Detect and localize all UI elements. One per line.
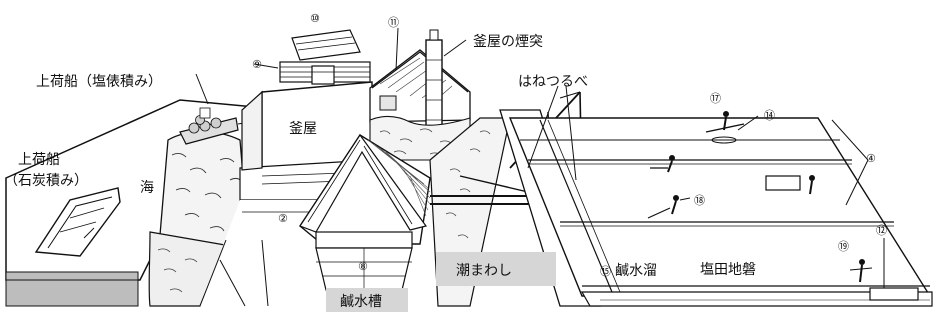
label-sea: 海 [140, 180, 154, 196]
worker-cart [765, 175, 815, 195]
label-upper-boat-salt: 上荷船（塩俵積み） [36, 74, 162, 90]
label-shiomawashi: 潮まわし [456, 263, 512, 279]
marker-17: ⑰ [710, 92, 721, 105]
marker-15: ⑮ [600, 265, 611, 278]
stone-embankment [148, 131, 246, 307]
text-labels: 釜屋の煙突 上荷船（塩俵積み） 上荷船 （石炭積み） 海 釜屋 はねつるべ 潮ま… [4, 34, 756, 310]
label-kamaya-chimney: 釜屋の煙突 [473, 34, 543, 50]
marker-12: ⑫ [876, 224, 887, 237]
label-salt-field-base: 塩田地磐 [700, 262, 756, 278]
boat-salt-bales [179, 107, 263, 145]
workers [647, 111, 919, 301]
worker-18 [647, 195, 679, 219]
leader-lines [195, 27, 885, 288]
marker-10: ⑩ [310, 12, 320, 25]
marker-14: ⑭ [764, 109, 775, 122]
worker-17 [705, 111, 745, 144]
marker-8: ⑧ [358, 260, 368, 273]
label-upper-boat-coal-line2: （石炭積み） [4, 173, 88, 189]
label-upper-boat-coal-line1: 上荷船 [18, 152, 60, 168]
marker-2: ② [278, 212, 288, 225]
marker-9: ⑨ [252, 58, 262, 71]
label-kamaya: 釜屋 [289, 121, 317, 137]
salt-field [508, 117, 933, 307]
marker-18: ⑱ [694, 194, 705, 207]
label-hanetsurube: はねつるべ [518, 74, 588, 90]
worker-field-1 [650, 155, 675, 173]
label-kansui-pool: 鹹水溜 [615, 263, 657, 279]
kansui-tank-shed [299, 133, 431, 291]
marker-19: ⑲ [838, 240, 849, 253]
boat-coal [34, 187, 121, 257]
label-kansui-tank: 鹹水槽 [340, 294, 382, 310]
numbered-markers: ⑩ ⑨ ⑪ ② ⑧ ⑮ ⑰ ⑭ ④ ⑱ ⑫ ⑲ [252, 12, 887, 278]
worker-19 [849, 259, 919, 301]
marker-4: ④ [866, 152, 876, 165]
marker-11: ⑪ [388, 16, 399, 29]
